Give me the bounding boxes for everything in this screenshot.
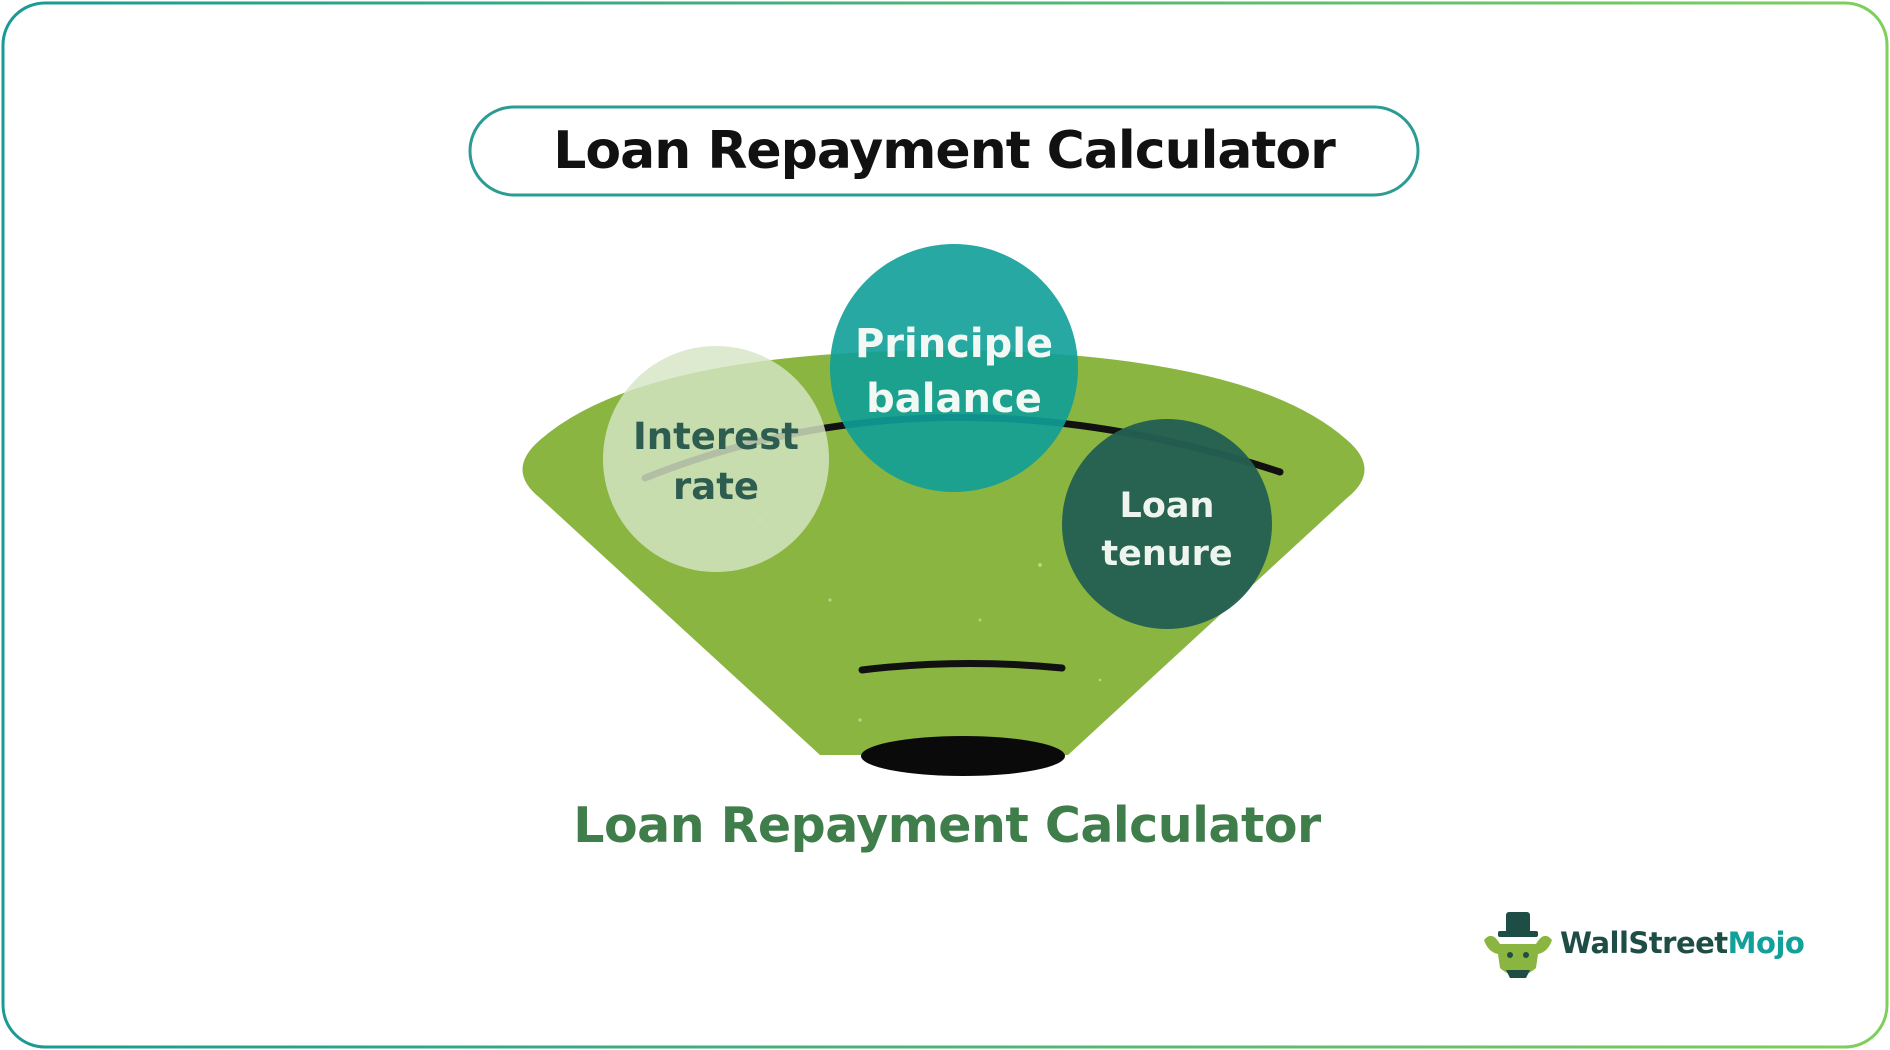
node-loan-tenure: Loan tenure (1062, 419, 1272, 629)
title-pill: Loan Repayment Calculator (468, 105, 1420, 197)
brand-logo: WallStreet Mojo (1484, 912, 1805, 978)
principle-balance-label-line2: balance (866, 376, 1042, 422)
node-interest-rate: Interest rate (603, 346, 829, 572)
funnel-inner-line (858, 659, 1066, 674)
bull-mascot-icon (1484, 912, 1552, 978)
principle-balance-label-line1: Principle (855, 321, 1053, 367)
interest-rate-label-line2: rate (673, 465, 759, 508)
brand-name-part1: WallStreet (1560, 926, 1728, 960)
loan-tenure-label-line2: tenure (1101, 534, 1232, 574)
page-title: Loan Repayment Calculator (553, 121, 1336, 181)
diagram-caption: Loan Repayment Calculator (573, 797, 1322, 854)
brand-name-part2: Mojo (1728, 926, 1805, 960)
interest-rate-label-line1: Interest (633, 415, 799, 458)
loan-tenure-circle (1062, 419, 1272, 629)
title-pill-border (468, 105, 1420, 197)
principle-balance-circle (830, 244, 1078, 492)
node-principle-balance: Principle balance (830, 244, 1078, 492)
funnel-opening (861, 736, 1065, 776)
loan-tenure-label-line1: Loan (1120, 486, 1215, 526)
interest-rate-circle (603, 346, 829, 572)
